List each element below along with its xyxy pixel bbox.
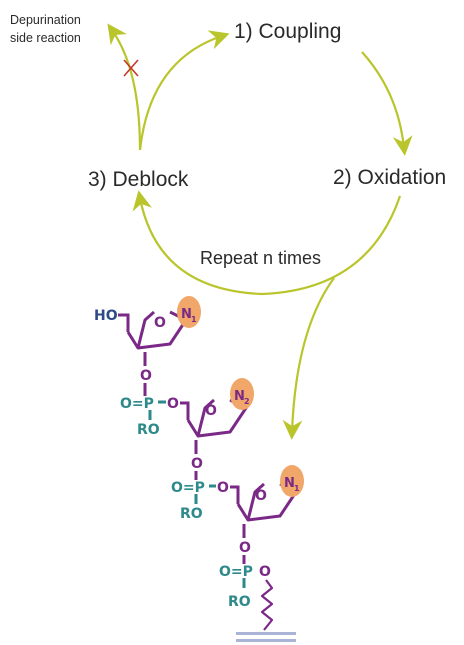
nucleotide-2: O N 2 O — [180, 378, 254, 472]
phosphate-1-label: O=P — [120, 396, 154, 412]
linker-oxygen-2: O — [167, 396, 179, 412]
hydroxyl-label: HO — [94, 308, 118, 324]
nucleotide-1: HO O N 1 O — [94, 296, 201, 384]
arrow-to-product — [282, 277, 335, 440]
linker-oxygen-4: O — [217, 480, 229, 496]
linker-oxygen-5: O — [239, 540, 251, 556]
step-coupling-label: 1) Coupling — [234, 20, 341, 43]
nucleotide-1-base-index: 1 — [191, 315, 197, 324]
linker-oxygen-6: O — [259, 564, 271, 580]
step-deblock-label: 3) Deblock — [88, 168, 189, 191]
nucleotide-2-ring-oxygen: O — [205, 403, 217, 419]
nucleotide-1-c5-bond — [118, 313, 130, 332]
nucleotide-3-base — [280, 465, 304, 497]
phosphate-1: O=P O RO — [120, 383, 179, 438]
nucleotide-3-base-letter: N — [284, 476, 295, 491]
solid-support — [236, 632, 296, 642]
linker-oxygen-1: O — [140, 368, 152, 384]
phosphate-2: O=P O RO — [171, 471, 229, 522]
nucleotide-1-base-letter: N — [181, 307, 192, 322]
side-reaction-line1: Depurination — [10, 13, 81, 27]
nucleotide-3: O N 1 O — [230, 465, 304, 556]
blocked-cross — [123, 59, 139, 77]
linker-to-support — [260, 579, 274, 631]
ester-2-label: RO — [180, 506, 203, 522]
arrow-deblock-to-coupling — [138, 30, 230, 151]
nucleotide-3-base-index: 1 — [294, 484, 300, 493]
nucleotide-1-ring-oxygen: O — [154, 315, 166, 331]
side-reaction-line2: side reaction — [10, 31, 81, 45]
linker-oxygen-3: O — [191, 456, 203, 472]
nucleotide-2-base-index: 2 — [244, 397, 250, 406]
cycle-arrows — [107, 23, 413, 440]
nucleotide-1-base — [177, 296, 201, 328]
arrow-side-reaction — [107, 23, 142, 151]
repeat-label: Repeat n times — [200, 248, 321, 268]
phosphate-2-label: O=P — [171, 480, 205, 496]
ester-1-label: RO — [137, 422, 160, 438]
phosphate-3-label: O=P — [219, 564, 253, 580]
oligonucleotide-structure: HO O N 1 O O=P O RO O N 2 — [94, 296, 304, 642]
nucleotide-2-base — [230, 378, 254, 410]
nucleotide-3-ring-oxygen: O — [255, 488, 267, 504]
phosphate-3: O=P O RO — [219, 555, 274, 631]
nucleotide-2-base-letter: N — [234, 389, 245, 404]
arrow-coupling-to-oxidation — [361, 51, 413, 156]
arrow-oxidation-to-deblock — [132, 190, 402, 296]
step-oxidation-label: 2) Oxidation — [333, 166, 446, 189]
ester-3-label: RO — [228, 594, 251, 610]
